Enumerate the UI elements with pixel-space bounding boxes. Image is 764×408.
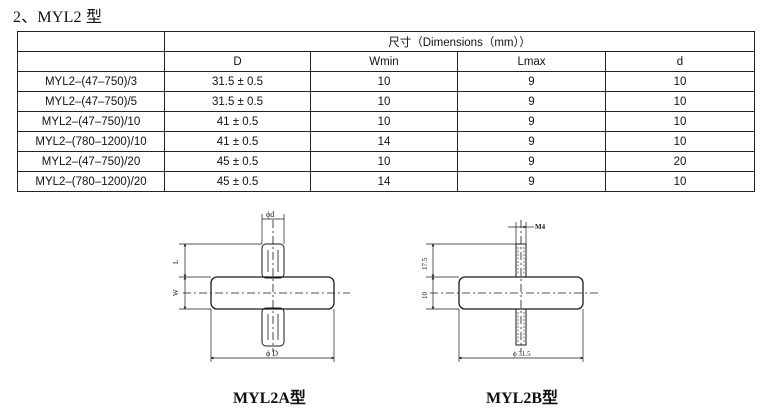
small-d-value-cell: 10 bbox=[605, 171, 755, 192]
myl2b-lower-thread bbox=[515, 308, 527, 346]
myl2b-upper-thread bbox=[515, 243, 527, 278]
table-row: MYL2–(47–750)/5 31.5 ± 0.5 10 9 10 bbox=[17, 91, 755, 112]
d-value-cell: 31.5 ± 0.5 bbox=[164, 91, 311, 112]
d-value-cell: 41 ± 0.5 bbox=[164, 131, 311, 152]
myl2a-disc-body bbox=[210, 276, 335, 310]
myl2a-lower-lead bbox=[261, 307, 285, 347]
myl2a-drawing bbox=[179, 214, 350, 362]
model-cell: MYL2–(47–750)/5 bbox=[17, 91, 165, 112]
myl2a-label-d: ϕd bbox=[266, 210, 274, 219]
d-value-cell: 31.5 ± 0.5 bbox=[164, 71, 311, 92]
wmin-value-cell: 14 bbox=[310, 171, 458, 192]
table-row: MYL2–(780–1200)/20 45 ± 0.5 14 9 10 bbox=[17, 171, 755, 192]
table-row: MYL2–(780–1200)/10 41 ± 0.5 14 9 10 bbox=[17, 131, 755, 152]
myl2a-label-L: L bbox=[172, 260, 180, 264]
table-row: MYL2–(47–750)/3 31.5 ± 0.5 10 9 10 bbox=[17, 71, 755, 92]
myl2a-caption: MYL2A型 bbox=[233, 390, 306, 407]
myl2a-label-W: W bbox=[172, 289, 180, 296]
table-row: MYL2–(47–750)/20 45 ± 0.5 10 9 20 bbox=[17, 151, 755, 172]
myl2b-label-175: 17.5 bbox=[421, 257, 429, 270]
model-cell: MYL2–(780–1200)/20 bbox=[17, 171, 165, 192]
myl2b-label-m4: M4 bbox=[535, 223, 546, 231]
section-heading: 2、MYL2 型 bbox=[13, 9, 103, 26]
table-header-row-columns: D Wmin Lmax d bbox=[17, 51, 755, 72]
myl2a-upper-lead bbox=[261, 243, 285, 279]
wmin-value-cell: 10 bbox=[310, 71, 458, 92]
dimensions-table: 尺寸（Dimensions（mm）） D Wmin Lmax d MYL2–(4… bbox=[17, 31, 755, 192]
d-value-cell: 45 ± 0.5 bbox=[164, 151, 311, 172]
myl2b-caption: MYL2B型 bbox=[486, 390, 559, 407]
myl2b-drawing bbox=[426, 220, 598, 362]
myl2b-label-10: 10 bbox=[421, 292, 429, 300]
myl2b-label-315: ϕ 31.5 bbox=[513, 350, 531, 358]
table-row: MYL2–(47–750)/10 41 ± 0.5 10 9 10 bbox=[17, 111, 755, 132]
myl2a-label-D: ϕ D bbox=[266, 349, 278, 358]
